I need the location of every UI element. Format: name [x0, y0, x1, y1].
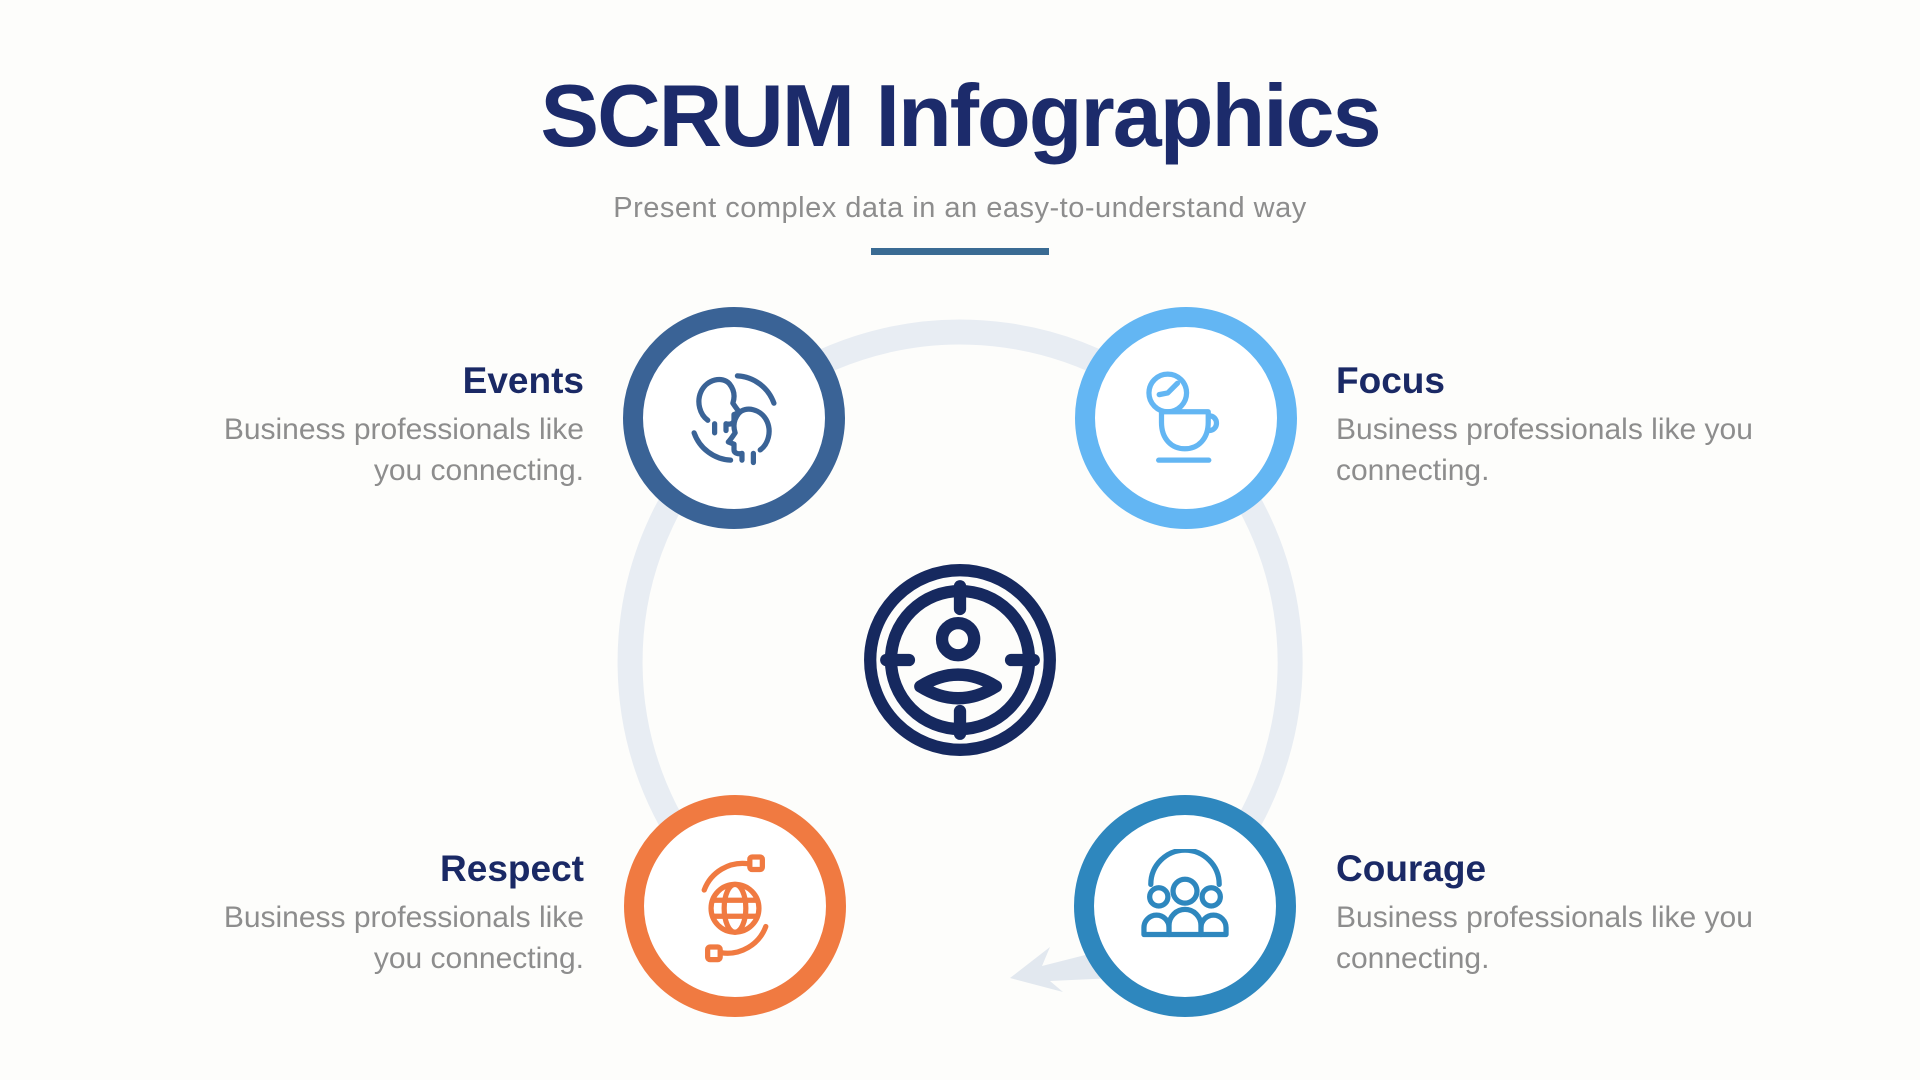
person-body — [914, 668, 1003, 705]
member-head-left — [1147, 885, 1171, 909]
orbit-square-bottom — [705, 944, 723, 963]
member-head-right — [1199, 885, 1223, 909]
member-body-center — [1166, 906, 1204, 938]
node-title-focus: Focus — [1336, 360, 1445, 401]
node-description-focus: Business professionals like you connecti… — [1336, 412, 1753, 487]
clock-hands — [1156, 380, 1181, 398]
team-group-icon — [1141, 849, 1229, 938]
label-block-courage: Courage Business professionals like you … — [1336, 848, 1756, 979]
coffee-cup — [1158, 409, 1211, 452]
node-title-courage: Courage — [1336, 848, 1487, 889]
person-target-icon — [864, 564, 1056, 756]
member-body-right — [1198, 912, 1229, 938]
orbit-square-top — [747, 854, 765, 873]
coffee-break-clock-icon — [1146, 371, 1220, 463]
node-description-respect: Business professionals like you connecti… — [223, 900, 584, 975]
node-title-respect: Respect — [440, 848, 584, 889]
person-head — [935, 616, 981, 662]
cycle-ring-arc — [617, 319, 1303, 975]
label-block-events: Events Business professionals like you c… — [170, 360, 584, 491]
globe — [708, 881, 762, 935]
globe-exchange-icon — [701, 854, 769, 963]
node-focus-circle — [1075, 307, 1297, 529]
team-dome-arc — [1148, 849, 1222, 887]
orbit-arc-top — [701, 860, 752, 893]
title-divider — [871, 248, 1049, 255]
target-outer-ring — [864, 564, 1056, 756]
globe-meridian — [721, 881, 749, 935]
label-block-focus: Focus Business professionals like you co… — [1336, 360, 1756, 491]
cup-handle — [1206, 413, 1220, 434]
node-respect-circle — [624, 795, 846, 1017]
orbit-arc-bottom — [718, 923, 769, 956]
node-courage-circle — [1074, 795, 1296, 1017]
member-body-left — [1141, 912, 1172, 938]
page-title: SCRUM Infographics — [540, 66, 1381, 165]
node-description-events: Business professionals like you connecti… — [223, 412, 584, 487]
node-title-events: Events — [462, 360, 584, 401]
conversation-profiles-icon — [691, 373, 777, 466]
page-subtitle: Present complex data in an easy-to-under… — [613, 192, 1307, 224]
node-description-courage: Business professionals like you connecti… — [1336, 900, 1753, 975]
label-block-respect: Respect Business professionals like you … — [170, 848, 584, 979]
node-events-circle — [623, 307, 845, 529]
member-head-center — [1170, 876, 1200, 906]
